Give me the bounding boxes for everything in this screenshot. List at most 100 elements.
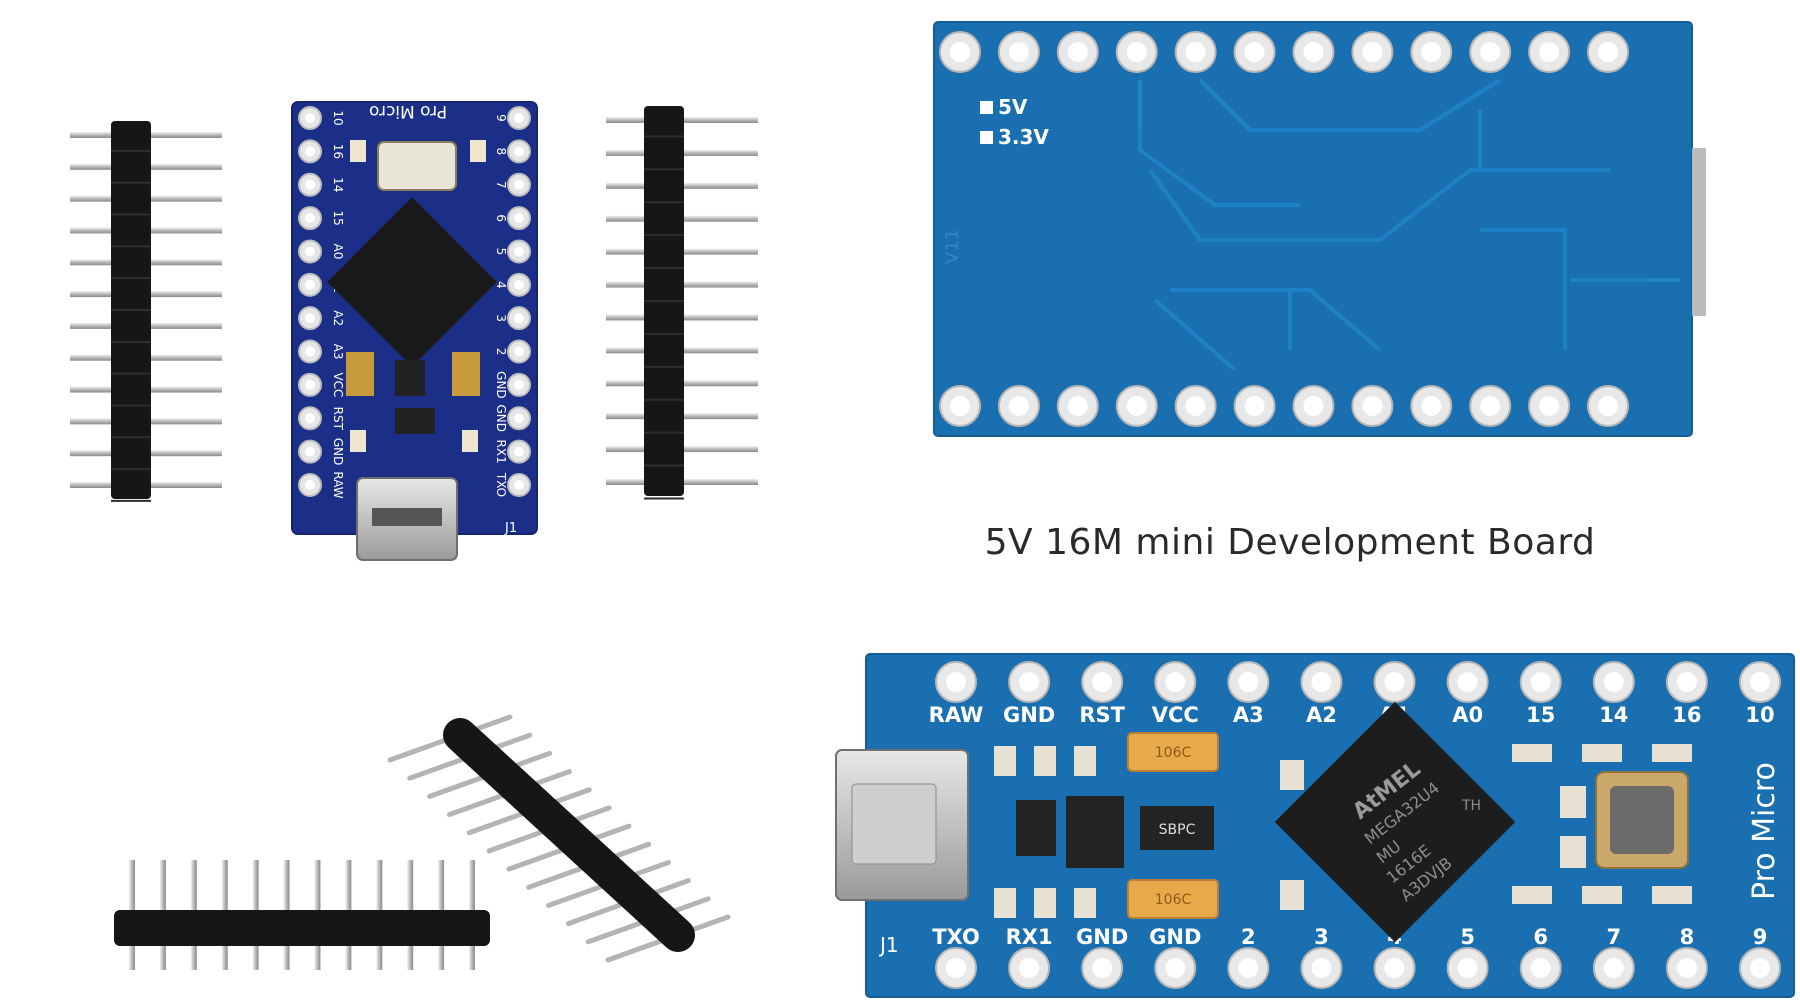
usb-side bbox=[1692, 148, 1706, 316]
pin-label: 9 bbox=[494, 114, 508, 122]
pin-label: 5 bbox=[1460, 925, 1475, 949]
pin-header-right bbox=[606, 106, 758, 500]
mcu-chip-large bbox=[1274, 701, 1516, 943]
resistor bbox=[470, 140, 486, 162]
pin-label: 6 bbox=[494, 214, 508, 222]
pin-label: 3 bbox=[494, 314, 508, 322]
capacitor bbox=[346, 352, 374, 396]
pin-label: RAW bbox=[331, 471, 345, 498]
smd-led bbox=[1512, 744, 1552, 762]
capacitor-bottom bbox=[1127, 879, 1219, 919]
pin-label: 4 bbox=[494, 281, 508, 289]
smd-resistor bbox=[1652, 886, 1692, 904]
pin-label: TXO bbox=[932, 925, 980, 949]
smd-resistor bbox=[1512, 886, 1552, 904]
smd-led bbox=[1582, 886, 1622, 904]
pin-label: 10 bbox=[1745, 703, 1774, 727]
pin-label: 16 bbox=[331, 144, 345, 159]
pin-label: A0 bbox=[331, 244, 345, 260]
smd-led bbox=[1074, 888, 1096, 918]
smd-resistor bbox=[1652, 744, 1692, 762]
pin-label: 7 bbox=[1607, 925, 1622, 949]
pin-label: 2 bbox=[494, 348, 508, 356]
pin-label: GND bbox=[494, 371, 508, 399]
pin-label: 14 bbox=[1599, 703, 1628, 727]
jumper-5v-pad bbox=[980, 101, 993, 114]
jumper-33v-pad bbox=[980, 131, 993, 144]
pcb-traces bbox=[1138, 78, 1680, 372]
header-body bbox=[114, 910, 490, 946]
pin-label: TXO bbox=[494, 472, 508, 497]
crystal-oscillator bbox=[377, 141, 457, 191]
pin-label: GND bbox=[494, 405, 508, 433]
board-back: 5V 3.3V V11 bbox=[933, 21, 1706, 437]
smd-resistor bbox=[1560, 836, 1586, 868]
resistor bbox=[462, 430, 478, 452]
capacitor-top bbox=[1127, 732, 1219, 772]
smd-resistor bbox=[1280, 880, 1304, 910]
pin-label: A2 bbox=[1306, 703, 1337, 727]
pin-label: A3 bbox=[1233, 703, 1264, 727]
pin-label: 16 bbox=[1672, 703, 1701, 727]
pin-label: 7 bbox=[494, 181, 508, 189]
pin-label: A0 bbox=[1452, 703, 1483, 727]
pin-label: 8 bbox=[1680, 925, 1695, 949]
pin-label: GND bbox=[1003, 703, 1055, 727]
pin-label: 3 bbox=[1314, 925, 1329, 949]
pin-label: GND bbox=[1149, 925, 1201, 949]
smd-resistor bbox=[994, 746, 1016, 776]
transistor-large bbox=[1016, 800, 1056, 856]
pin-label: 2 bbox=[1241, 925, 1256, 949]
pin-header-lower-horizontal bbox=[114, 860, 490, 970]
board-top-small: 10161415A0A1A2A3VCCRSTGNDRAW 98765432GND… bbox=[291, 101, 538, 561]
diode-block bbox=[1066, 796, 1124, 868]
pin-label: RX1 bbox=[1006, 925, 1053, 949]
regulator-code: SBPC bbox=[1159, 822, 1196, 838]
smd-led bbox=[1582, 744, 1622, 762]
regulator bbox=[395, 360, 425, 396]
chip-suffix: TH bbox=[1461, 798, 1481, 814]
pin-label: A3 bbox=[331, 344, 345, 360]
jumper-5v-label: 5V bbox=[998, 95, 1028, 119]
connector-label: J1 bbox=[504, 521, 517, 536]
cap-top-code: 106C bbox=[1155, 745, 1192, 761]
smd-resistor bbox=[1280, 760, 1304, 790]
smd-resistor bbox=[1034, 746, 1056, 776]
board-brand-label-large: Pro Micro bbox=[1747, 762, 1782, 900]
pin-label: 15 bbox=[331, 210, 345, 225]
capacitor bbox=[452, 352, 480, 396]
pin-label: GND bbox=[331, 438, 345, 466]
board-brand-label: Pro Micro bbox=[369, 101, 447, 121]
jumper-33v-label: 3.3V bbox=[998, 125, 1049, 149]
pin-label: 5 bbox=[494, 248, 508, 256]
pin-label: VCC bbox=[331, 372, 345, 397]
pin-label: VCC bbox=[1152, 703, 1199, 727]
smd-resistor bbox=[1560, 786, 1586, 818]
pin-header-lower-diagonal bbox=[387, 714, 731, 963]
smd-resistor bbox=[1074, 746, 1096, 776]
transistor bbox=[395, 408, 435, 434]
regulator-large bbox=[1140, 806, 1214, 850]
smd-resistor bbox=[994, 888, 1016, 918]
smd-resistor bbox=[1034, 888, 1056, 918]
pin-header-left bbox=[70, 121, 222, 502]
pin-label: 10 bbox=[331, 110, 345, 125]
pin-label: A2 bbox=[331, 310, 345, 326]
pin-label: RX1 bbox=[494, 440, 508, 464]
pin-label: 6 bbox=[1533, 925, 1548, 949]
pin-label: GND bbox=[1076, 925, 1128, 949]
pin-label: RST bbox=[331, 407, 345, 431]
cap-bottom-code: 106C bbox=[1155, 892, 1192, 908]
product-caption: 5V 16M mini Development Board bbox=[984, 522, 1596, 563]
resistor bbox=[350, 140, 366, 162]
pin-label: 9 bbox=[1753, 925, 1768, 949]
pin-label: 8 bbox=[494, 148, 508, 156]
connector-label-large: J1 bbox=[878, 933, 899, 957]
pin-label: RST bbox=[1079, 703, 1125, 727]
pin-label: RAW bbox=[929, 703, 984, 727]
pin-label: 14 bbox=[331, 177, 345, 192]
resistor bbox=[350, 430, 366, 452]
header-body bbox=[443, 718, 695, 952]
